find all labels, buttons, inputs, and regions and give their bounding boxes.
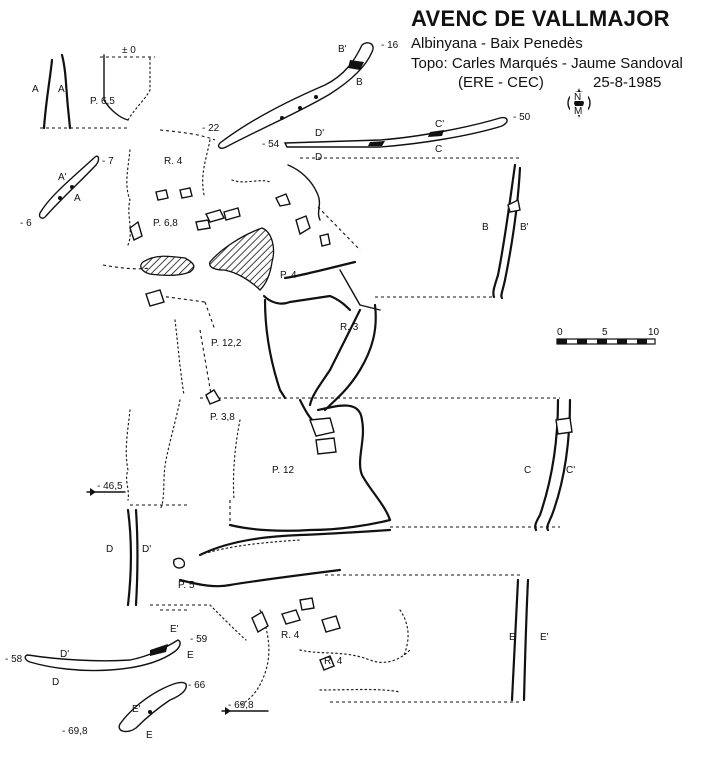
- depth-50-label: - 50: [513, 112, 531, 123]
- section-e3-prime-label: E': [132, 704, 141, 715]
- section-c3-prime-label: C': [566, 465, 575, 476]
- section-a2-label: A: [74, 193, 81, 204]
- cross-section-b: B' B - 16 - 22: [202, 40, 399, 149]
- section-e3-label: E: [146, 730, 153, 741]
- magnetic-label: M: [574, 106, 582, 117]
- survey-club: (ERE - CEC): [458, 74, 544, 91]
- section-e-prime-label: E': [170, 624, 179, 635]
- section-e-label: E: [187, 650, 194, 661]
- depth-59-label: - 59: [190, 634, 208, 645]
- depth-46-label: - 46,5: [97, 481, 123, 492]
- chamber-p68-label: P. 6,8: [153, 218, 178, 229]
- depth-22-label: - 22: [202, 123, 220, 134]
- scale-tick-0: 0: [557, 327, 563, 338]
- scale-tick-10: 10: [648, 327, 660, 338]
- section-c2-label: C: [435, 144, 442, 155]
- chamber-p38-label: P. 3,8: [210, 412, 235, 423]
- section-b2-prime-label: B': [520, 222, 529, 233]
- cross-section-d-lower: D' D - 58 E' E - 59: [5, 624, 208, 688]
- depth-66-label: - 66: [188, 680, 206, 691]
- chamber-p12-label: P. 12: [272, 465, 294, 476]
- section-e2-prime-label: E': [540, 632, 549, 643]
- north-arrow-icon: N M: [567, 88, 591, 118]
- vertical-section-e: E E': [509, 578, 549, 702]
- chamber-r3-label: R. 3: [340, 322, 359, 333]
- section-d-label: D: [52, 677, 59, 688]
- map-title: AVENC DE VALLMAJOR: [411, 6, 670, 31]
- depth-58-label: - 58: [5, 654, 23, 665]
- section-a-label: A: [32, 84, 39, 95]
- section-c2-prime-label: C': [435, 119, 444, 130]
- chamber-r4b-label: R. 4: [281, 630, 300, 641]
- depth-16-label: - 16: [381, 40, 399, 51]
- scale-bar: 0 5 10: [556, 327, 660, 345]
- section-a2-prime-label: A': [58, 172, 67, 183]
- vertical-section-c: C C': [524, 398, 575, 532]
- cross-section-cd: D' D C' C - 50 - 54: [262, 112, 531, 163]
- chamber-p122-label: P. 12,2: [211, 338, 242, 349]
- projection-lines: [130, 157, 560, 703]
- entrance-shaft: A A' ± 0 P. 6,5: [32, 45, 155, 130]
- section-a-prime-label: A': [58, 84, 67, 95]
- survey-date: 25-8-1985: [593, 74, 662, 91]
- scale-tick-5: 5: [602, 327, 608, 338]
- chamber-p5-label: P. 5: [178, 580, 195, 591]
- section-e2-label: E: [509, 632, 516, 643]
- section-c3-label: C: [524, 465, 531, 476]
- chamber-r4a-label: R. 4: [164, 156, 183, 167]
- depth-6-label: - 6: [20, 218, 32, 229]
- section-d3-label: D: [106, 544, 113, 555]
- cross-section-e-lower: E' E - 66 - 69,8: [62, 680, 206, 741]
- depth-698-lower-label: - 69,8: [62, 726, 88, 737]
- depth-698-main-label: - 69,8: [228, 700, 254, 711]
- section-d2-prime-label: D': [315, 128, 324, 139]
- main-cave-plan: R. 4 P. 6,8 P. 4 R. 3: [86, 129, 411, 715]
- depth-54-label: - 54: [262, 139, 280, 150]
- north-label: N: [574, 92, 581, 103]
- vertical-section-b: B B': [482, 163, 529, 300]
- vertical-section-d: D D': [106, 508, 151, 607]
- section-b-label: B: [356, 77, 363, 88]
- cross-section-a: A' A - 7 - 6: [20, 155, 114, 229]
- chamber-p65-label: P. 6,5: [90, 96, 115, 107]
- section-b2-label: B: [482, 222, 489, 233]
- survey-credits: Topo: Carles Marqués - Jaume Sandoval: [411, 55, 683, 72]
- section-b-prime-label: B': [338, 44, 347, 55]
- section-d-prime-label: D': [60, 649, 69, 660]
- section-d3-prime-label: D': [142, 544, 151, 555]
- chamber-r4c-label: R. 4: [324, 656, 343, 667]
- chamber-p4-label: P. 4: [280, 270, 297, 281]
- depth-7-label: - 7: [102, 156, 114, 167]
- map-location: Albinyana - Baix Penedès: [411, 35, 583, 52]
- depth-zero-label: ± 0: [122, 45, 136, 56]
